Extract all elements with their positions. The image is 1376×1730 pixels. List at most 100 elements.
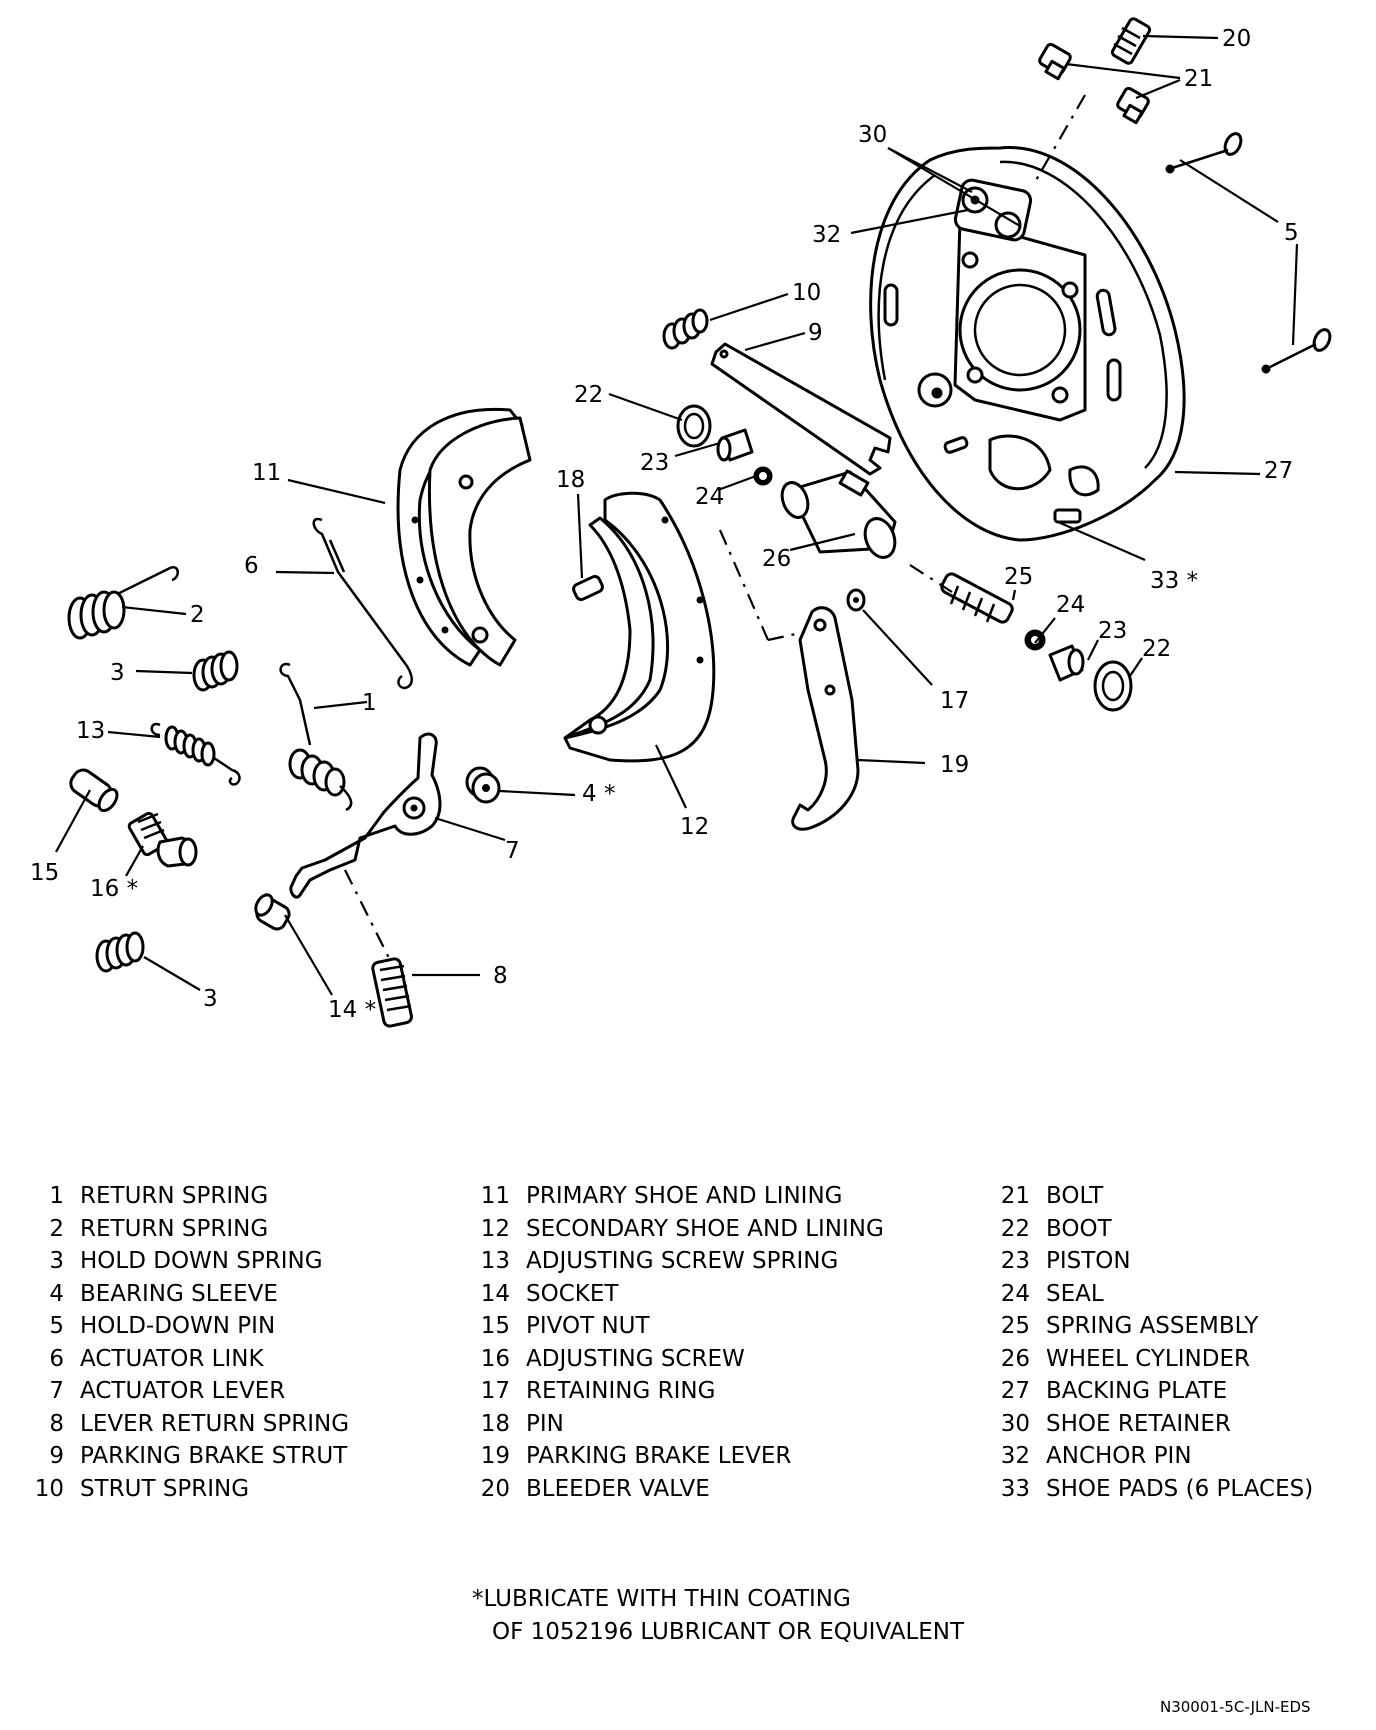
callout-18: 18: [556, 467, 585, 493]
callout-5: 5: [1284, 220, 1299, 246]
hold-down-spring-3-bottom: [95, 931, 145, 973]
callout-24-right: 24: [1056, 592, 1085, 618]
alignment-lines: [344, 94, 1086, 961]
callout-3-bottom: 3: [203, 986, 218, 1012]
note-line-2: OF 1052196 LUBRICANT OR EQUIVALENT: [492, 1619, 965, 1645]
callout-22-left: 22: [574, 382, 603, 408]
callout-26: 26: [762, 546, 791, 572]
pin-18: [572, 574, 604, 602]
note-line-1: *LUBRICATE WITH THIN COATING: [472, 1586, 851, 1612]
parking-brake-lever-19: [791, 606, 860, 831]
bearing-sleeve-4: [465, 766, 501, 804]
hold-down-pin-5-top: [1165, 132, 1243, 174]
callout-25: 25: [1004, 564, 1033, 590]
secondary-shoe-12: [563, 491, 716, 763]
callout-labels: 1 2 3 3 4 * 5 6 7 8 9 10 11 12 13 14 * 1…: [30, 26, 1299, 1023]
strut-spring-10: [662, 308, 709, 350]
backing-plate-27: [869, 146, 1186, 542]
callout-1: 1: [362, 690, 377, 716]
actuator-link-6: [312, 517, 413, 690]
spring-assembly-25: [940, 572, 1014, 624]
leader-lines: [55, 34, 1299, 996]
callout-19: 19: [940, 752, 969, 778]
callout-9: 9: [808, 320, 823, 346]
callout-17: 17: [940, 688, 969, 714]
callout-4: 4 *: [582, 781, 615, 807]
callout-15: 15: [30, 860, 59, 886]
return-spring-2: [67, 566, 179, 640]
piston-23-left: [716, 428, 754, 462]
pivot-nut-15: [69, 768, 119, 813]
hold-down-pin-5-bottom: [1261, 328, 1332, 374]
socket-14: [254, 893, 291, 931]
callout-14: 14 *: [328, 997, 376, 1023]
lever-return-spring-8: [371, 957, 413, 1028]
seal-24-left: [753, 466, 773, 486]
primary-shoe-11: [396, 407, 532, 667]
callout-24-left: 24: [695, 484, 724, 510]
actuator-lever-7: [289, 732, 442, 899]
callout-11: 11: [252, 460, 281, 486]
callout-12: 12: [680, 814, 709, 840]
piston-23-right: [1048, 644, 1085, 682]
boot-22-right: [1093, 660, 1133, 712]
callout-3-top: 3: [110, 660, 125, 686]
adjusting-screw-spring-13: [150, 722, 241, 786]
callout-8: 8: [493, 963, 508, 989]
callout-22-right: 22: [1142, 636, 1171, 662]
bolt-21-b: [1116, 86, 1150, 125]
callout-6: 6: [244, 553, 259, 579]
callout-23-left: 23: [640, 450, 669, 476]
retaining-ring-17: [846, 588, 866, 612]
callout-7: 7: [505, 838, 520, 864]
callout-33: 33 *: [1150, 568, 1198, 594]
callout-10: 10: [792, 280, 821, 306]
figure-code: N30001-5C-JLN-EDS: [1160, 1698, 1311, 1716]
callout-20: 20: [1222, 26, 1251, 52]
callout-2: 2: [190, 602, 205, 628]
callout-30: 30: [858, 122, 887, 148]
callout-23-right: 23: [1098, 618, 1127, 644]
boot-22-left: [676, 404, 712, 448]
parking-brake-strut-9: [710, 342, 892, 476]
callout-21: 21: [1184, 66, 1213, 92]
bleeder-valve-20: [1110, 17, 1152, 65]
wheel-cylinder-26: [780, 469, 897, 559]
callout-16: 16 *: [90, 876, 138, 902]
brake-exploded-diagram: 1 2 3 3 4 * 5 6 7 8 9 10 11 12 13 14 * 1…: [30, 17, 1332, 1028]
return-spring-1: [279, 662, 353, 812]
bolt-21-a: [1038, 42, 1072, 81]
adjusting-screw-16: [127, 811, 198, 868]
